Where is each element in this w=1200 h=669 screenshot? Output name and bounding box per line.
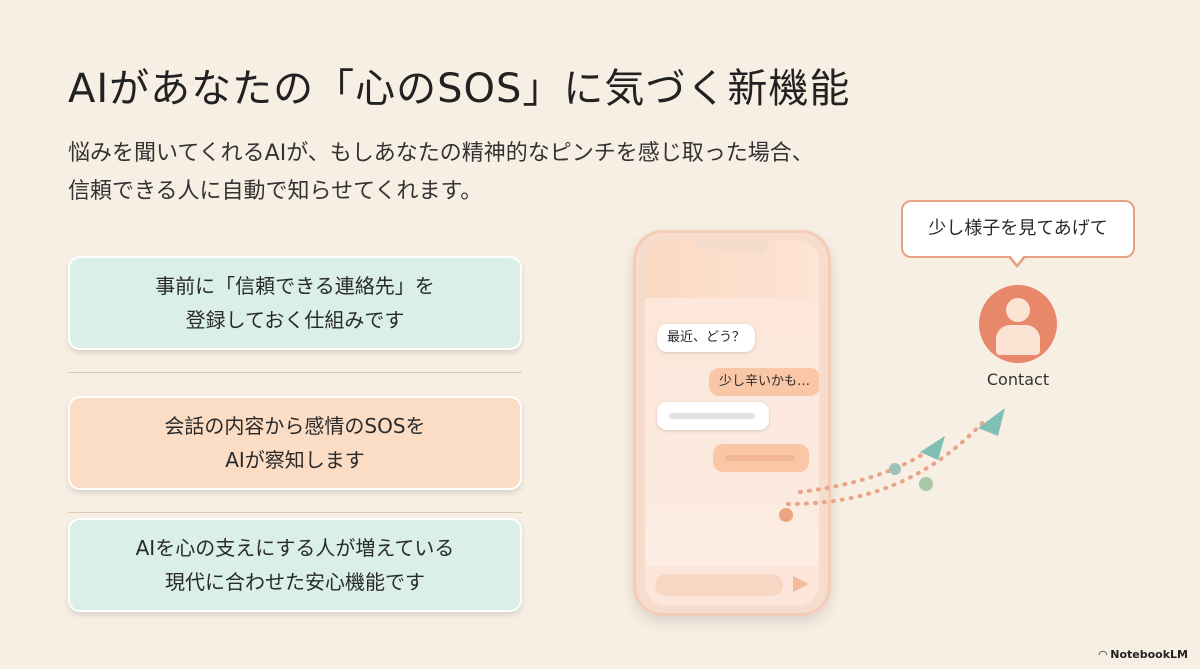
text-placeholder-bar [669,413,755,419]
divider [68,372,522,373]
chat-input-box [655,574,783,596]
avatar-shoulders [996,325,1040,355]
card-line: 事前に「信頼できる連絡先」を [155,274,435,298]
subtitle-line-1: 悩みを聞いてくれるAIが、もしあなたの精神的なピンチを感じ取った場合、 [68,141,814,166]
feature-card-detect: 会話の内容から感情のSOSを AIが察知します [68,396,522,490]
feature-card-modern: AIを心の支えにする人が増えている 現代に合わせた安心機能です [68,518,522,612]
arrowhead-icon [978,408,1005,436]
chat-bubble-incoming: 最近、どう？ [657,324,756,352]
speech-tail-inner [1010,255,1024,264]
signal-dot [919,477,933,491]
phone-screen: 最近、どう？ 少し辛いかも… [645,240,819,606]
slide-subtitle: 悩みを聞いてくれるAIが、もしあなたの精神的なピンチを感じ取った場合、 信頼でき… [68,135,814,211]
chat-bubble-outgoing: 少し辛いかも… [709,368,819,396]
phone-notch [697,240,769,254]
brand-watermark: ◠NotebookLM [1099,648,1188,661]
notebooklm-logo-icon: ◠ [1098,648,1108,661]
card-line: AIを心の支えにする人が増えている [135,536,455,560]
card-line: 会話の内容から感情のSOSを [164,414,426,438]
card-line: 登録しておく仕組みです [185,308,405,332]
phone-illustration: 最近、どう？ 少し辛いかも… [633,230,831,616]
notification-arrows [779,408,1005,522]
signal-dot [889,463,901,475]
chat-bubble-placeholder [713,444,809,472]
subtitle-line-2: 信頼できる人に自動で知らせてくれます。 [68,179,483,204]
dotted-arrow-path [786,418,987,506]
card-line: AIが察知します [225,448,365,472]
divider [68,512,522,513]
card-line: 現代に合わせた安心機能です [165,570,425,594]
chat-bubble-placeholder [657,402,769,430]
slide-title: AIがあなたの「心のSOS」に気づく新機能 [68,66,851,112]
text-placeholder-bar [725,455,795,461]
feature-card-register: 事前に「信頼できる連絡先」を 登録しておく仕組みです [68,256,522,350]
contact-avatar-icon [979,285,1057,363]
arrowhead-icon [920,436,945,460]
dotted-arrow-path [798,444,937,494]
contact-label: Contact [986,370,1050,389]
avatar-head [1006,298,1030,322]
contact-speech-bubble: 少し様子を見てあげて [901,200,1135,258]
send-icon [793,576,809,592]
chat-input-area [645,566,819,606]
brand-name: NotebookLM [1110,648,1188,661]
signal-dot [779,508,793,522]
